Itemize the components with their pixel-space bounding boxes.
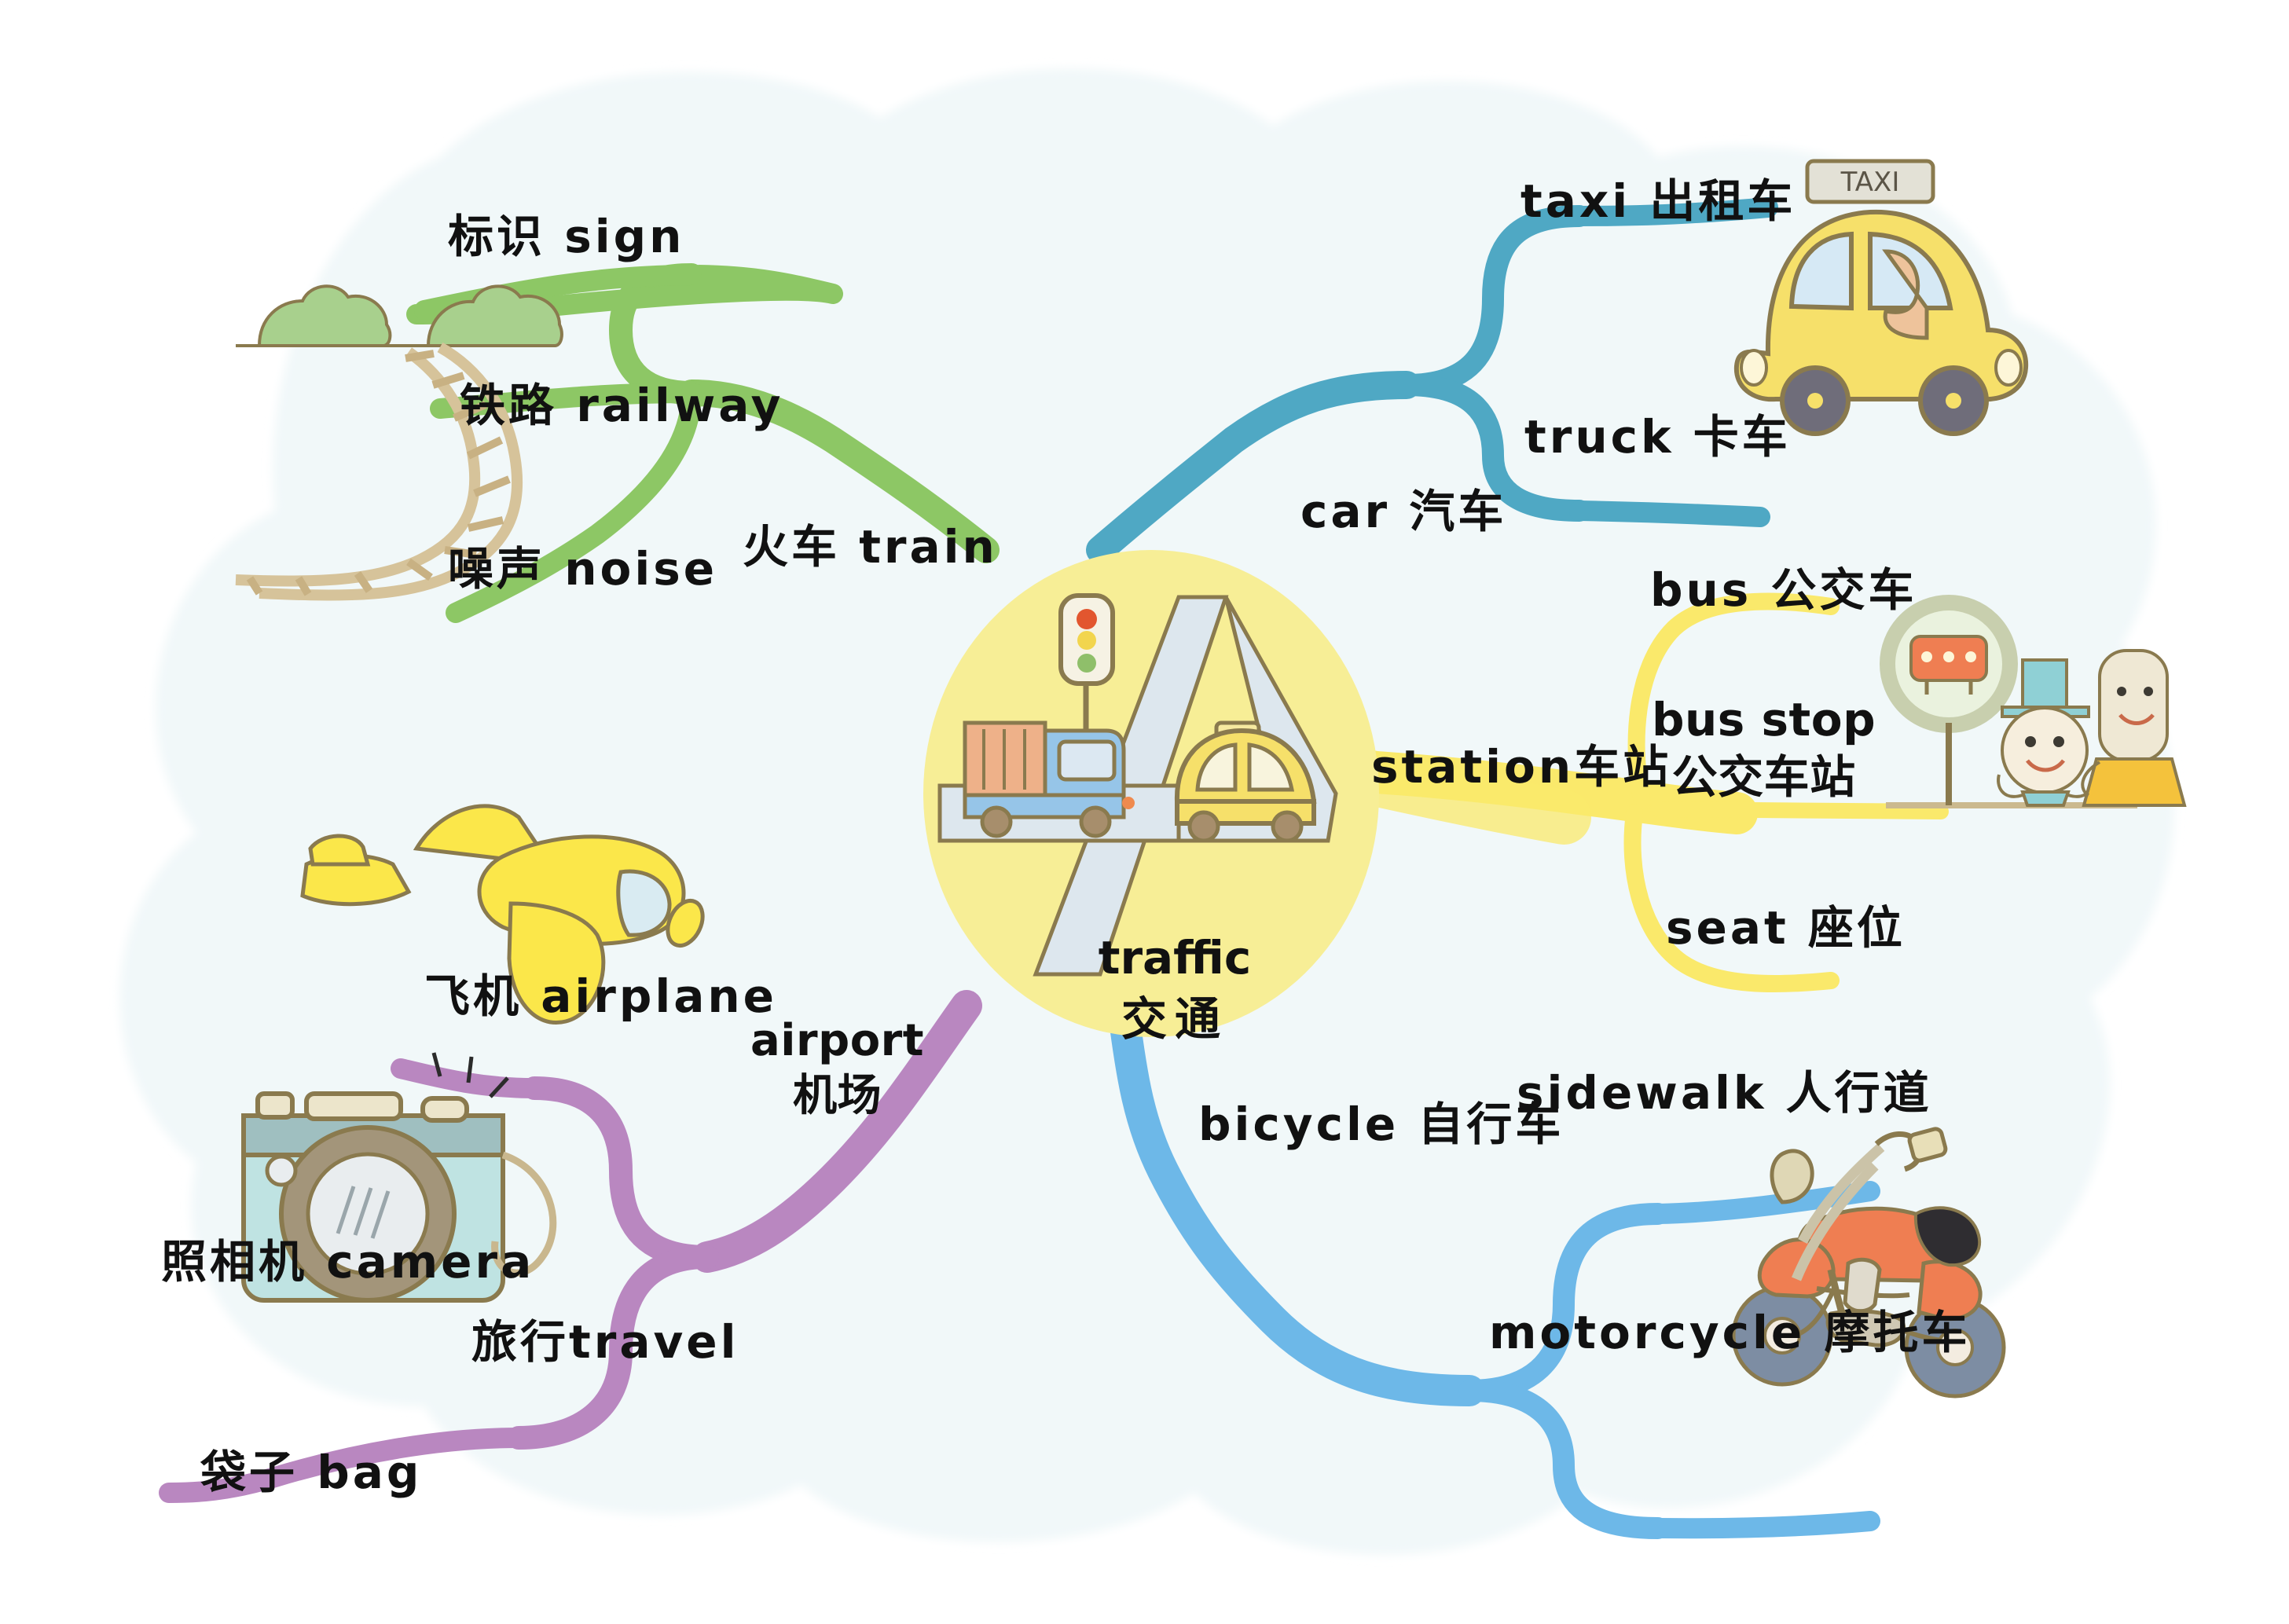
person-with-hat xyxy=(1997,658,2094,807)
label-noise[interactable]: 噪声 noise xyxy=(448,542,718,596)
center-title-en: traffic xyxy=(1098,931,1252,984)
label-travel[interactable]: 旅行travel xyxy=(471,1315,739,1369)
label-railway[interactable]: 铁路 railway xyxy=(460,379,784,432)
center-title[interactable]: traffic 交通 xyxy=(1049,927,1300,1050)
branch-stroke-bicycle xyxy=(1108,998,1880,1539)
branch-stroke-car xyxy=(1086,197,1778,564)
label-train[interactable]: 火车 train xyxy=(743,520,998,574)
label-taxi[interactable]: taxi 出租车 xyxy=(1520,174,1796,228)
label-airport[interactable]: airport 机场 xyxy=(750,1014,924,1124)
center-illustration xyxy=(937,593,1338,977)
label-seat[interactable]: seat 座位 xyxy=(1666,901,1906,955)
label-bicycle[interactable]: bicycle 自行车 xyxy=(1198,1098,1565,1151)
label-motorcycle[interactable]: motorcycle 摩托车 xyxy=(1489,1306,1971,1359)
motorcycle-illustration xyxy=(1731,1127,2006,1399)
airplane-illustration xyxy=(300,804,705,1025)
taxi-illustration: TAXI xyxy=(1733,159,2029,436)
label-bus-stop-line1: bus stop xyxy=(1652,693,1876,746)
bus-stop-illustration xyxy=(1880,595,2187,808)
person-with-skirt xyxy=(2081,649,2187,807)
label-sidewalk[interactable]: sidewalk 人行道 xyxy=(1517,1066,1932,1120)
camera-illustration xyxy=(241,1052,557,1303)
label-bus-stop-line2: 公交车站 xyxy=(1671,750,1856,804)
label-bus[interactable]: bus 公交车 xyxy=(1650,563,1917,617)
label-bag[interactable]: 袋子 bag xyxy=(200,1446,423,1499)
label-car[interactable]: car 汽车 xyxy=(1300,485,1507,538)
railway-illustration xyxy=(235,284,563,601)
label-airport-line2: 机场 xyxy=(793,1070,882,1121)
label-airplane[interactable]: 飞机 airplane xyxy=(424,970,777,1023)
label-station[interactable]: station车站 xyxy=(1371,740,1672,794)
label-airport-line1: airport xyxy=(750,1015,925,1066)
label-truck[interactable]: truck 卡车 xyxy=(1524,410,1791,464)
label-camera[interactable]: 照相机 camera xyxy=(161,1235,535,1289)
label-bus-stop[interactable]: bus stop 公交车站 xyxy=(1652,691,1876,805)
center-title-cn: 交通 xyxy=(1121,992,1228,1047)
branch-stroke-airport xyxy=(159,990,982,1503)
label-sign[interactable]: 标识 sign xyxy=(448,210,685,263)
taxi-roof-sign-text: TAXI xyxy=(1840,167,1900,198)
